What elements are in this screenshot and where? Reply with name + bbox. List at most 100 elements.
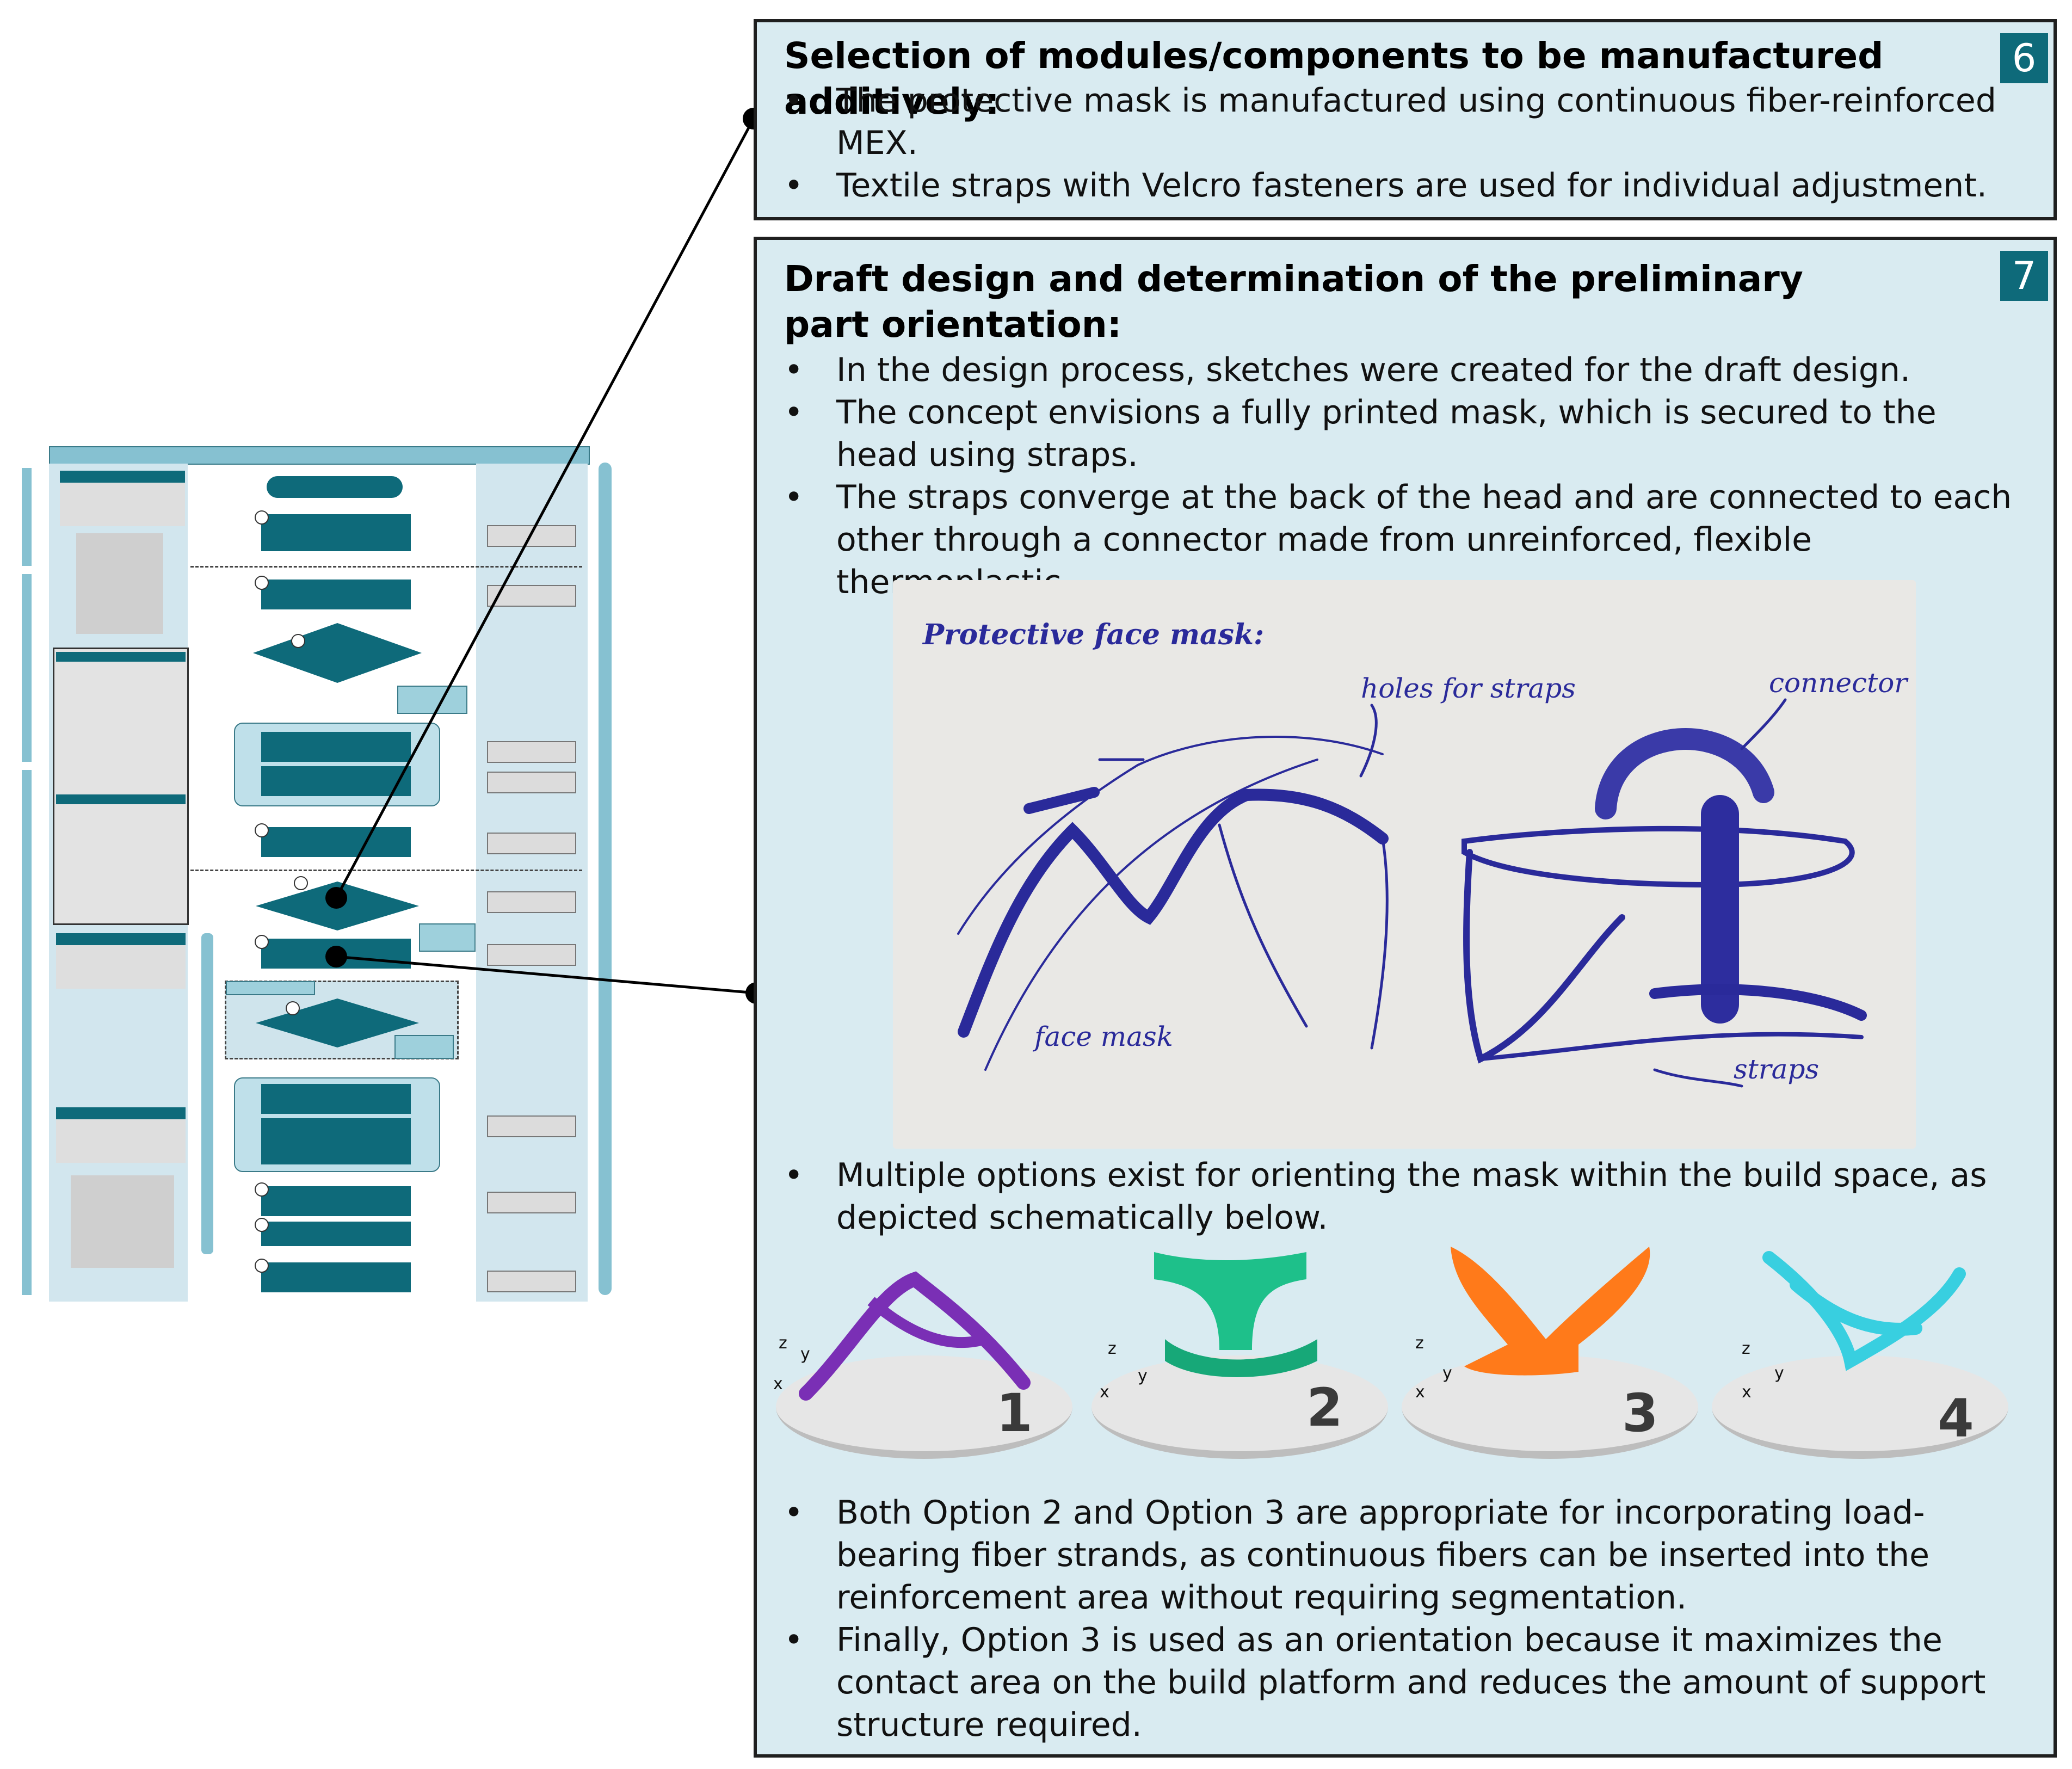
step-7-badge: 7 — [2000, 251, 2048, 301]
overview-step-7 — [261, 1084, 411, 1114]
step-6-bullet: Textile straps with Velcro fasteners are… — [784, 164, 2014, 207]
overview-step-11 — [261, 1262, 411, 1292]
overview-start-terminal — [267, 476, 403, 498]
overview-group-label — [226, 981, 315, 995]
overview-circle-3 — [291, 634, 305, 648]
overview-left-panel-5 — [56, 1119, 186, 1163]
overview-side-arrow-left-1 — [22, 468, 32, 566]
axis-y-label: y — [1138, 1366, 1148, 1385]
orientation-option: 4 z y x — [1709, 1241, 2019, 1470]
sketch-drawing — [957, 698, 1867, 1088]
step-7-bullet: Both Option 2 and Option 3 are appropria… — [784, 1491, 2014, 1619]
overview-step-4 — [261, 766, 411, 796]
overview-left-header-2 — [56, 652, 186, 662]
overview-left-header-5 — [56, 1107, 186, 1119]
overview-step-2 — [261, 580, 411, 609]
step-7-bullet: Multiple options exist for orienting the… — [784, 1154, 2014, 1239]
overview-doc-3 — [487, 741, 576, 763]
overview-left-figure-1 — [76, 533, 163, 634]
step-7-bullet: The concept envisions a fully printed ma… — [784, 391, 2014, 476]
sketch-label-face-mask: face mask — [1034, 1021, 1173, 1052]
step-6-bullet-list: The protective mask is manufactured usin… — [784, 79, 2014, 207]
orientation-option: 1 z y x — [773, 1241, 1083, 1470]
overview-step-3 — [261, 732, 411, 762]
overview-step-10 — [261, 1222, 411, 1246]
axis-x-label: x — [1100, 1383, 1109, 1402]
axis-y-label: y — [800, 1345, 810, 1364]
overview-doc-10 — [487, 1271, 576, 1292]
overview-circle-1 — [255, 510, 269, 525]
step-7-title: Draft design and determination of the pr… — [784, 258, 1803, 346]
overview-circle-5 — [294, 876, 308, 890]
step-6-bullet: The protective mask is manufactured usin… — [784, 79, 2014, 164]
option-number: 1 — [996, 1383, 1033, 1444]
overview-doc-2 — [487, 585, 576, 607]
overview-doc-8 — [487, 1115, 576, 1137]
overview-left-header-1 — [60, 471, 185, 483]
overview-separator-2 — [190, 870, 582, 871]
overview-side-arrow-left-3 — [22, 770, 32, 1295]
step-7-bullet: Finally, Option 3 is used as an orientat… — [784, 1619, 2014, 1746]
step-7-bullet-list-mid: Multiple options exist for orienting the… — [784, 1154, 2014, 1239]
axis-z-label: z — [1415, 1334, 1424, 1353]
overview-circle-7 — [286, 1001, 300, 1015]
overview-circle-10 — [255, 1259, 269, 1273]
process-overview-thumbnail — [22, 446, 612, 1306]
orientation-option: 2 z y x — [1089, 1241, 1399, 1470]
mask-model-orange — [1451, 1247, 1650, 1376]
step-7-panel: Draft design and determination of the pr… — [754, 237, 2057, 1758]
sketch-title: Protective face mask: — [923, 618, 1265, 651]
overview-left-panel-1 — [60, 483, 185, 526]
step-6-panel: Selection of modules/components to be ma… — [754, 19, 2057, 220]
overview-circle-9 — [255, 1218, 269, 1232]
overview-left-header-4 — [56, 933, 186, 945]
overview-doc-7 — [487, 944, 576, 966]
axis-x-label: x — [1415, 1383, 1425, 1402]
axis-z-label: z — [1108, 1339, 1117, 1358]
overview-side-arrow-left-2 — [22, 574, 32, 762]
axis-x-label: x — [773, 1374, 783, 1394]
overview-side-arrow-left-4 — [201, 933, 213, 1254]
overview-circle-8 — [255, 1182, 269, 1197]
orientation-options: 1 z y x 2 z y x 3 z y x 4 z y — [773, 1241, 2046, 1470]
step-7-bullet-list-bottom: Both Option 2 and Option 3 are appropria… — [784, 1491, 2014, 1746]
overview-side-arrow-right — [599, 463, 612, 1295]
overview-step-8 — [261, 1118, 411, 1164]
overview-side-note-1 — [397, 686, 467, 714]
overview-side-note-2 — [419, 923, 476, 952]
overview-header-bar — [49, 446, 590, 465]
sketch-label-straps: straps — [1734, 1053, 1820, 1085]
overview-step-9 — [261, 1186, 411, 1216]
option-number: 3 — [1622, 1383, 1658, 1444]
axis-y-label: y — [1774, 1364, 1784, 1383]
option-number: 4 — [1938, 1388, 1974, 1449]
overview-step-1 — [261, 514, 411, 551]
overview-circle-6 — [255, 935, 269, 949]
build-platform — [1712, 1355, 2008, 1459]
mask-sketch: Protective face mask: holes for straps c… — [893, 580, 1916, 1149]
axis-z-label: z — [779, 1334, 787, 1353]
step-7-bullet: In the design process, sketches were cre… — [784, 349, 2014, 391]
sketch-label-holes: holes for straps — [1361, 673, 1576, 704]
sketch-label-connector: connector — [1769, 667, 1908, 699]
mask-model-cyan — [1762, 1251, 1966, 1371]
overview-doc-4 — [487, 772, 576, 793]
overview-doc-5 — [487, 833, 576, 854]
step-6-badge: 6 — [2000, 33, 2048, 83]
overview-left-header-3 — [56, 794, 186, 804]
overview-doc-6 — [487, 891, 576, 913]
overview-left-figure-5 — [71, 1175, 174, 1268]
overview-circle-2 — [255, 576, 269, 590]
overview-doc-9 — [487, 1192, 576, 1213]
overview-left-panel-4 — [56, 945, 186, 989]
orientation-option: 3 z y x — [1399, 1241, 1709, 1470]
overview-left-table-frame — [53, 648, 189, 925]
axis-z-label: z — [1742, 1339, 1750, 1358]
overview-separator-1 — [190, 566, 582, 568]
axis-y-label: y — [1442, 1364, 1452, 1383]
step-7-bullet-list-top: In the design process, sketches were cre… — [784, 349, 2014, 603]
mask-model-green — [1154, 1252, 1317, 1377]
overview-side-note-3 — [394, 1035, 454, 1059]
option-number: 2 — [1306, 1377, 1343, 1438]
overview-step-5 — [261, 827, 411, 857]
